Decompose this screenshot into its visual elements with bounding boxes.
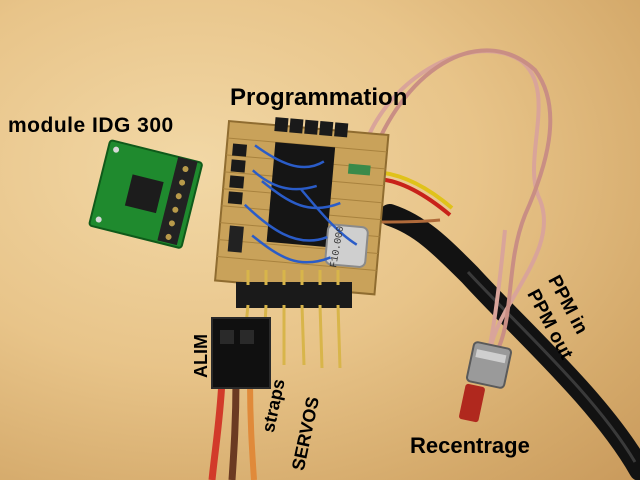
pink-wire-b [366, 48, 553, 356]
servo-cable-brown [228, 379, 240, 480]
idg-module [88, 139, 203, 249]
servo-cable-orange [247, 379, 257, 480]
programmation-label: Programmation [230, 84, 408, 111]
recentrage-label: Recentrage [410, 433, 530, 458]
black-cable-highlight [466, 270, 637, 463]
push-button [459, 229, 512, 423]
servo-connector [211, 317, 271, 389]
servo-cable-red [208, 379, 226, 480]
servo-headers [236, 270, 352, 369]
stripboard [213, 117, 390, 296]
module-label: module IDG 300 [8, 114, 174, 137]
crystal-marking: F10.000 [329, 225, 347, 268]
pink-wire-a [358, 49, 547, 351]
